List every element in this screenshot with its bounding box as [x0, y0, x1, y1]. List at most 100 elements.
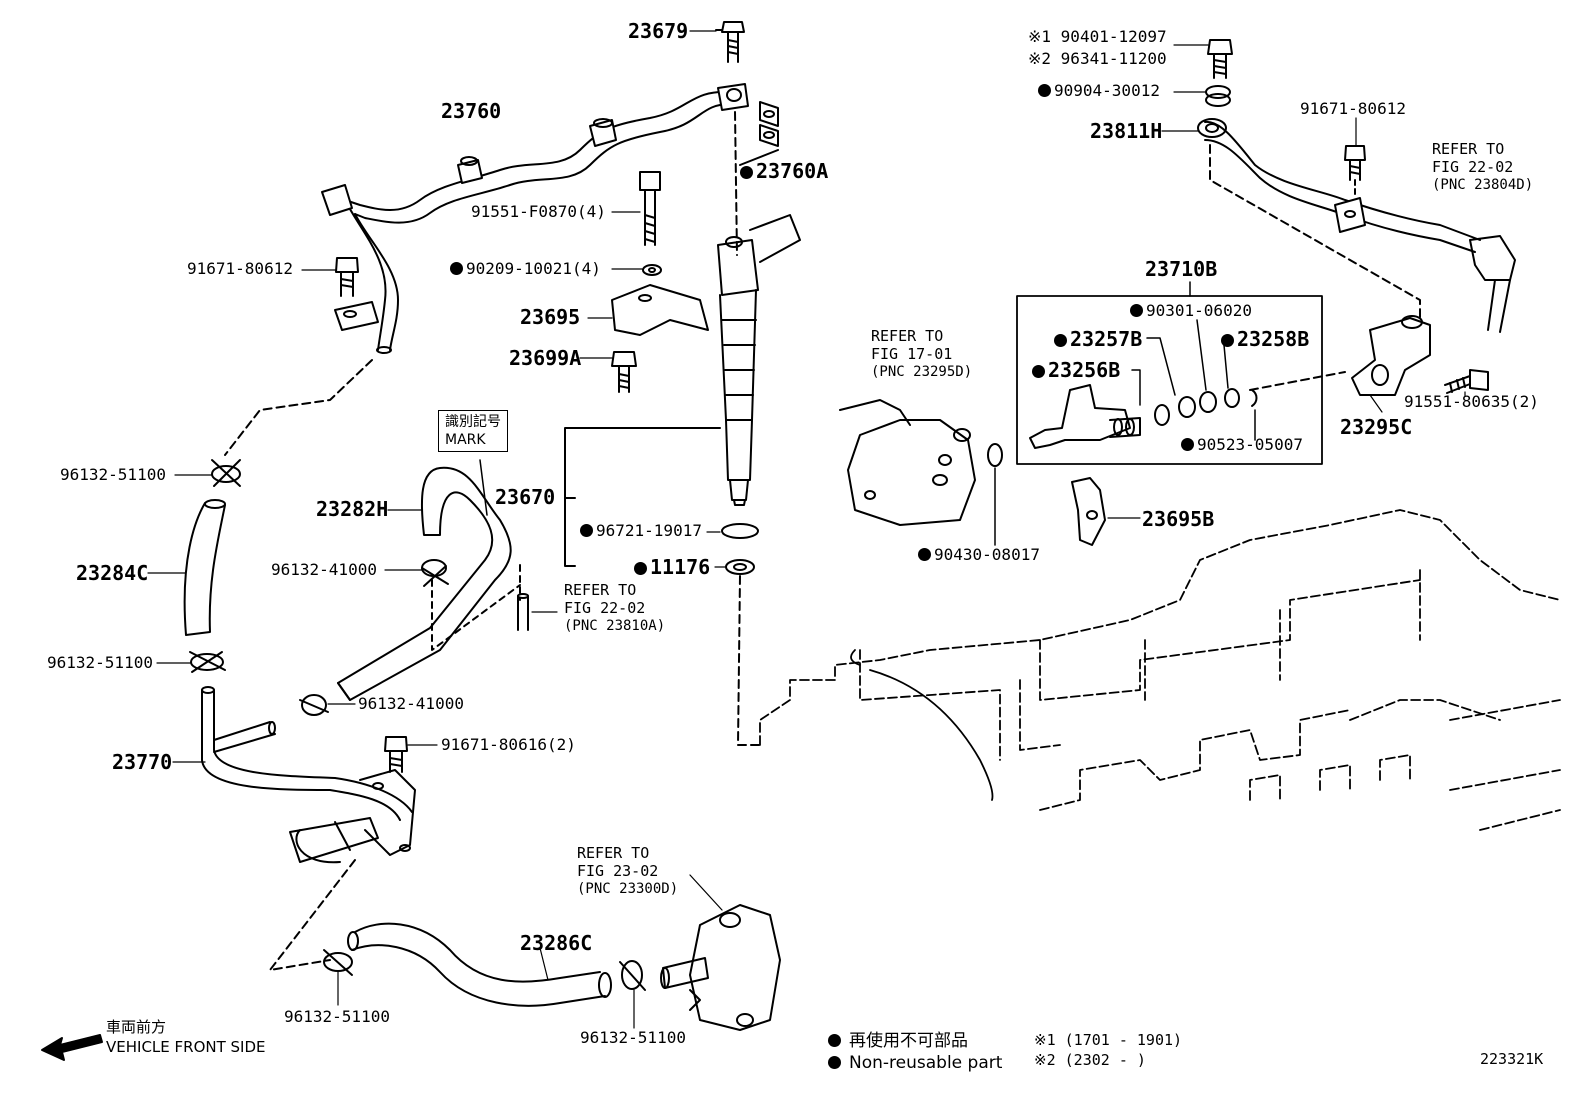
label-90401: ※1 90401-12097	[1028, 27, 1167, 46]
label-91671-80612-right: 91671-80612	[1300, 99, 1406, 118]
non-reusable-dot-icon	[1032, 365, 1045, 378]
hose-clamp-96132-41000-a	[421, 559, 449, 587]
mark-leader	[479, 459, 488, 516]
vehicle-front-jp: 車両前方	[106, 1018, 167, 1036]
dashed-leader-injector	[734, 111, 738, 256]
label-23760: 23760	[441, 99, 502, 123]
non-reusable-dot-icon	[1038, 84, 1051, 97]
seal-11176	[725, 559, 755, 575]
label-96721: 96721-19017	[580, 522, 702, 540]
label-23679: 23679	[628, 19, 689, 43]
legend-en: Non-reusable part	[849, 1053, 1003, 1073]
label-90209: 90209-10021(4)	[450, 260, 601, 278]
label-23286C: 23286C	[520, 931, 593, 955]
label-23670: 23670	[495, 485, 556, 509]
pipe-23811H	[1197, 118, 1516, 333]
label-11176: 11176	[634, 556, 710, 578]
mark-box-en: MARK	[445, 432, 486, 448]
ring-23258B	[1224, 388, 1240, 408]
bolt-91671-80612-right	[1344, 145, 1366, 181]
refer-line2: FIG 17-01	[871, 345, 953, 363]
bolt-23699A	[611, 351, 637, 393]
kit-box-23710B	[1016, 295, 1323, 465]
non-reusable-dot-icon	[828, 1034, 841, 1047]
label-23760A: 23760A	[740, 160, 828, 182]
refer-pnc: (PNC 23810A)	[564, 618, 666, 634]
injection-pipe-23760	[321, 83, 749, 354]
clamp-23695	[611, 284, 709, 336]
engine-block-outline	[759, 509, 1561, 831]
refer-fig-22-02-a[interactable]: REFER TO FIG 22-02 (PNC 23804D)	[1432, 140, 1533, 194]
footnote-2: ※2 (2302 - )	[1034, 1051, 1146, 1069]
hose-clamp-96132-51100-d	[619, 960, 646, 991]
body-23295C	[1351, 315, 1431, 396]
bolt-90401	[1207, 39, 1233, 79]
bracket-23670	[564, 427, 721, 567]
label-23710B: 23710B	[1145, 257, 1218, 281]
non-reusable-dot-icon	[740, 166, 753, 179]
dashed-leader-23295C	[1249, 371, 1346, 391]
refer-line1: REFER TO	[564, 581, 637, 599]
label-23282H: 23282H	[316, 497, 389, 521]
hose-23282H	[337, 466, 512, 701]
dashed-leader-seal	[737, 575, 761, 746]
label-96132-51100-c: 96132-51100	[284, 1007, 390, 1026]
label-96132-51100-d: 96132-51100	[580, 1028, 686, 1047]
label-91551-F0870: 91551-F0870(4)	[471, 202, 606, 221]
refer-line1: REFER TO	[871, 327, 944, 345]
refer-pnc: (PNC 23295D)	[871, 364, 973, 380]
refer-pnc: (PNC 23804D)	[1432, 177, 1534, 193]
hose-23286C	[347, 922, 612, 1007]
label-90904: 90904-30012	[1038, 82, 1160, 100]
refer-line2: FIG 23-02	[577, 862, 659, 880]
mark-box-jp: 識別記号	[445, 414, 501, 430]
refer-pnc: (PNC 23300D)	[577, 881, 679, 897]
refer-fig-17-01[interactable]: REFER TO FIG 17-01 (PNC 23295D)	[871, 327, 972, 381]
vehicle-front-arrow-icon	[41, 1034, 103, 1061]
label-90523: 90523-05007	[1181, 436, 1303, 454]
mark-box: 識別記号 MARK	[438, 410, 508, 452]
dashed-leader-lower-clamp	[269, 859, 356, 971]
label-91671-80616: 91671-80616(2)	[441, 735, 576, 754]
refer-fig-22-02-b[interactable]: REFER TO FIG 22-02 (PNC 23810A)	[564, 581, 665, 635]
label-90301: 90301-06020	[1130, 302, 1252, 320]
label-23695B: 23695B	[1142, 507, 1215, 531]
label-23256B: 23256B	[1032, 359, 1120, 381]
injector-23670	[717, 214, 801, 506]
washer-90209	[642, 264, 662, 276]
refer-line2: FIG 22-02	[564, 599, 646, 617]
diagram-id: 223321K	[1480, 1050, 1544, 1068]
sensor-23256B	[1029, 384, 1141, 449]
bolt-91671-80616	[384, 736, 408, 773]
label-23699A: 23699A	[509, 346, 582, 370]
label-23257B: 23257B	[1054, 328, 1142, 350]
bracket-23695B	[1071, 477, 1106, 546]
non-reusable-dot-icon	[1054, 334, 1067, 347]
label-96132-51100-b: 96132-51100	[47, 653, 153, 672]
non-reusable-dot-icon	[1221, 334, 1234, 347]
label-90430: 90430-08017	[918, 546, 1040, 564]
label-23258B: 23258B	[1221, 328, 1309, 350]
vehicle-front-label: 車両前方 VEHICLE FRONT SIDE	[106, 1017, 266, 1057]
bolt-91671-80612-left	[335, 257, 359, 297]
label-91671-80612-left: 91671-80612	[187, 259, 293, 278]
bolt-23679	[715, 21, 745, 63]
label-23695: 23695	[520, 305, 581, 329]
label-23295C: 23295C	[1340, 415, 1413, 439]
dashed-leader-23282H	[431, 564, 521, 651]
label-96132-51100-a: 96132-51100	[60, 465, 166, 484]
non-reusable-dot-icon	[450, 262, 463, 275]
non-reusable-dot-icon	[1181, 438, 1194, 451]
washer-90301	[1199, 391, 1217, 413]
filter-housing	[839, 399, 976, 526]
refer-line1: REFER TO	[577, 844, 650, 862]
refer-fig-23-02[interactable]: REFER TO FIG 23-02 (PNC 23300D)	[577, 844, 678, 898]
label-96341: ※2 96341-11200	[1028, 49, 1167, 68]
legend-jp: 再使用不可部品	[849, 1031, 968, 1051]
legend-non-reusable: 再使用不可部品 Non-reusable part	[828, 1030, 1002, 1074]
bolt-91551-80635	[1444, 369, 1489, 394]
non-reusable-dot-icon	[634, 562, 647, 575]
refer-line2: FIG 22-02	[1432, 158, 1514, 176]
pipe-stub-23810A	[517, 595, 529, 631]
o-ring-96721	[721, 523, 759, 539]
